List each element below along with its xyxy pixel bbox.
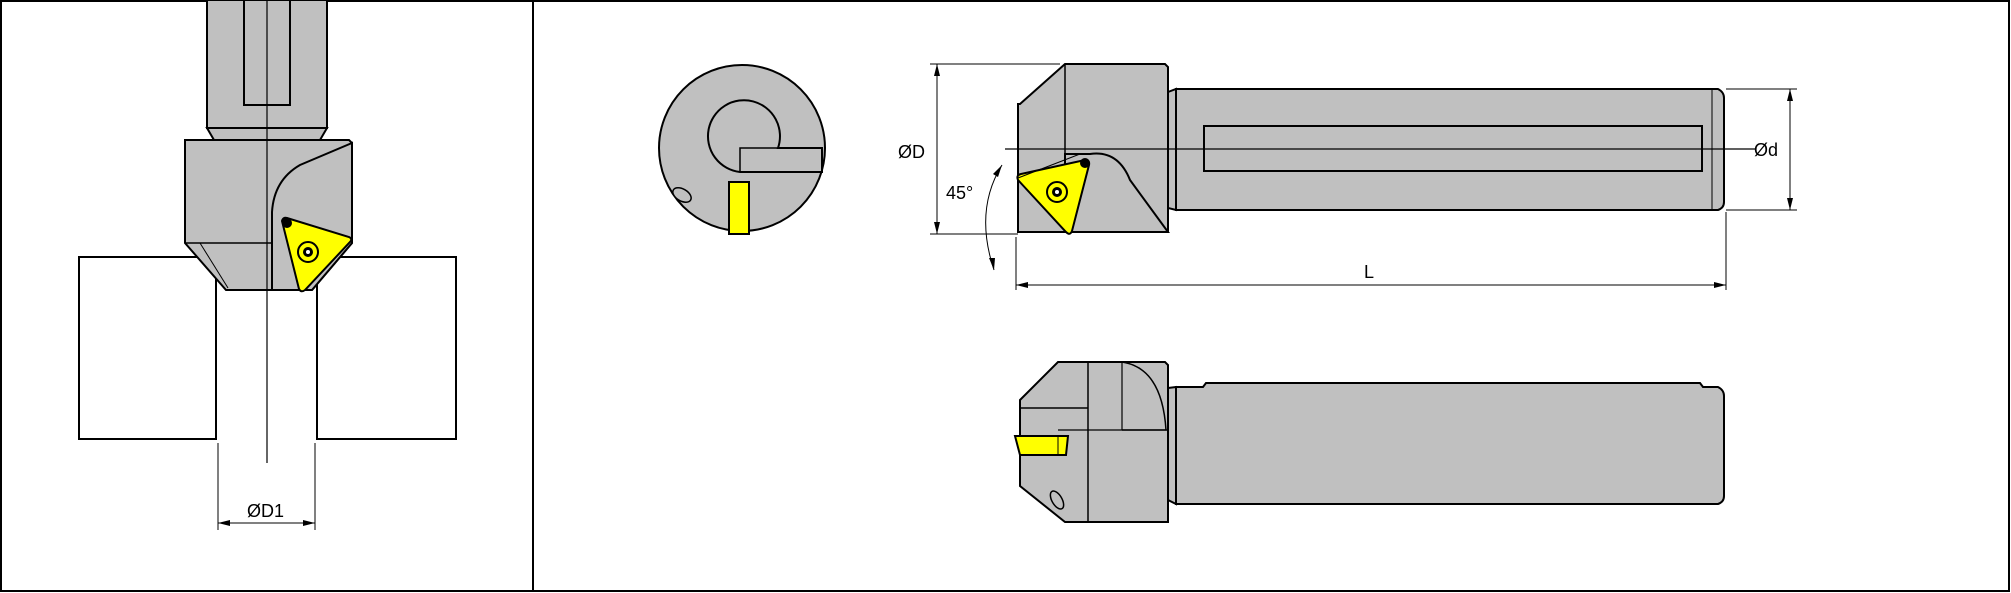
dD-arrow-top bbox=[934, 64, 940, 76]
angle-arrow-top bbox=[993, 165, 1002, 177]
dd-arrow-bottom bbox=[1787, 198, 1793, 210]
end-view-step bbox=[739, 147, 778, 172]
side-insert bbox=[1013, 435, 1070, 456]
d1-arrow-left bbox=[218, 520, 230, 526]
dD-arrow-bottom bbox=[934, 222, 940, 234]
head-chamfer-edge bbox=[199, 242, 229, 289]
label-d1: ØD1 bbox=[247, 501, 284, 521]
top-chip-pocket bbox=[1064, 152, 1170, 233]
workpiece-right bbox=[316, 256, 457, 440]
end-view bbox=[658, 64, 826, 235]
d1-arrow-right bbox=[303, 520, 315, 526]
angle-leg bbox=[1017, 153, 1081, 179]
side-view bbox=[1013, 361, 1725, 523]
side-chip-pocket bbox=[1121, 361, 1167, 431]
angle-arrow-bottom bbox=[989, 258, 995, 270]
side-coolant-hole bbox=[1049, 490, 1065, 510]
application-view: ØD1 bbox=[78, 0, 457, 530]
label-L: L bbox=[1364, 262, 1374, 282]
L-arrow-left bbox=[1016, 282, 1028, 288]
side-head bbox=[1019, 361, 1169, 523]
label-d: Ød bbox=[1754, 140, 1778, 160]
end-view-bore bbox=[707, 99, 823, 173]
top-view: ØD Ød L 45° bbox=[898, 63, 1797, 290]
label-angle: 45° bbox=[946, 183, 973, 203]
label-D: ØD bbox=[898, 142, 925, 162]
workpiece-left bbox=[78, 256, 217, 440]
side-shank bbox=[1175, 382, 1725, 505]
L-arrow-right bbox=[1714, 282, 1726, 288]
end-view-coolant-hole bbox=[672, 187, 692, 203]
top-insert-screw-center bbox=[1055, 190, 1059, 194]
insert-screw-center bbox=[306, 250, 310, 254]
top-clamp-pin bbox=[1080, 158, 1090, 168]
dd-arrow-top bbox=[1787, 89, 1793, 101]
end-view-insert bbox=[728, 181, 750, 235]
clamp-pin bbox=[282, 218, 292, 228]
